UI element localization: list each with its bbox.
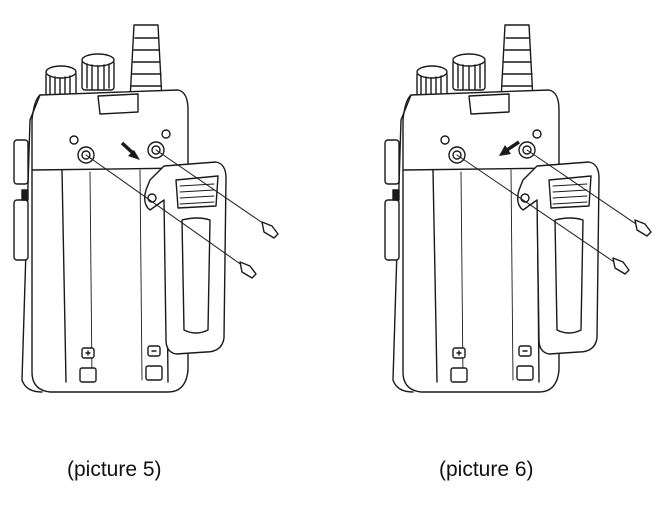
antenna [129, 24, 163, 101]
volume-knob [45, 65, 77, 97]
battery-contacts [79, 345, 163, 383]
antenna [500, 24, 534, 101]
figure-caption: (picture 6) [439, 458, 534, 481]
radio-diagram [384, 24, 652, 393]
channel-knob [81, 53, 115, 91]
arrow-icon [499, 140, 520, 156]
arrow-icon [120, 141, 140, 160]
belt-clip [143, 161, 227, 355]
figure-picture-5: (picture 5) [13, 24, 279, 481]
channel-knob [452, 53, 486, 91]
radio-body [384, 89, 560, 393]
screw-upper [261, 221, 279, 239]
screw-lower [239, 261, 257, 279]
figure-picture-6: (picture 6) [333, 0, 666, 519]
radio-body [13, 89, 189, 393]
screw-lower [612, 257, 630, 275]
battery-contacts [450, 345, 534, 383]
radio-diagram [13, 24, 279, 393]
figure-caption: (picture 5) [67, 458, 162, 481]
screw-upper [634, 219, 652, 237]
volume-knob [416, 65, 448, 97]
